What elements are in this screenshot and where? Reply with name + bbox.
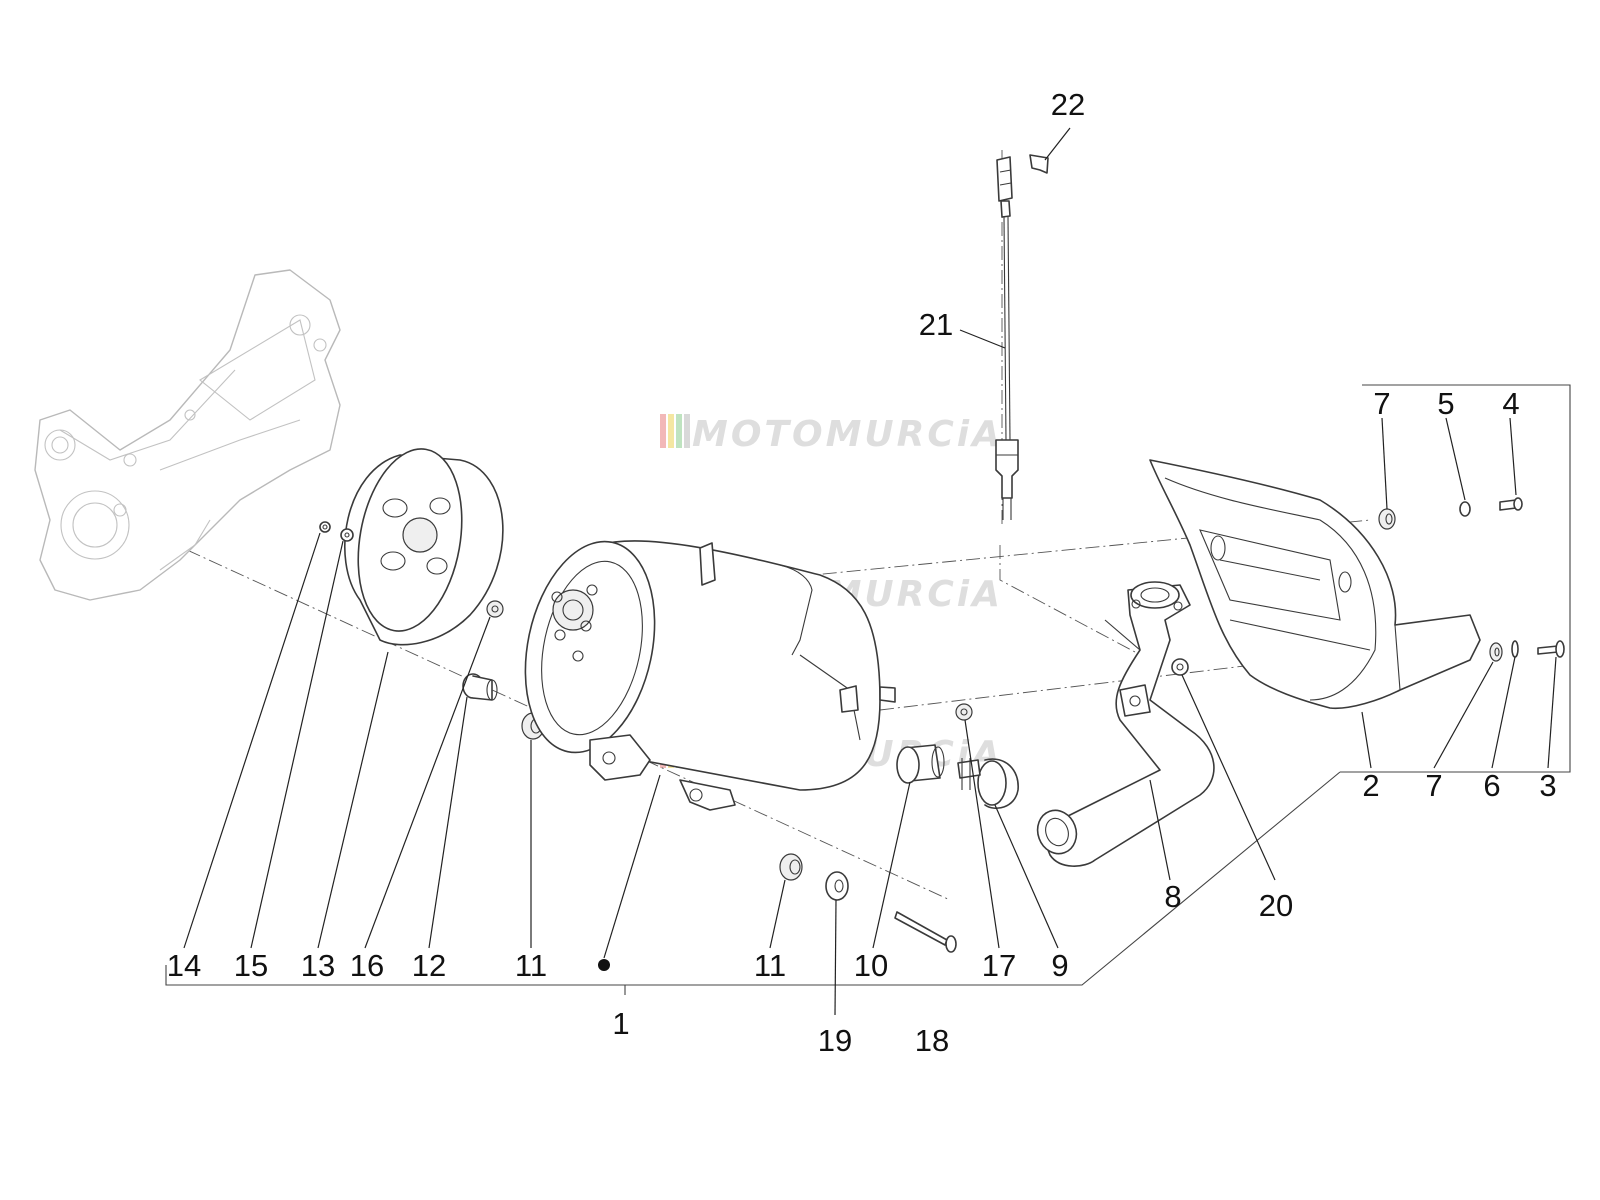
- callout-labels: 22 21 7 5 4 2 7 6 3 8 20 14 15 13 16 12 …: [167, 87, 1557, 1058]
- callout-14: 14: [167, 948, 201, 983]
- rubber-mount-7-bottom: [1489, 642, 1503, 662]
- bolt-18: [894, 911, 957, 953]
- callout-7-top: 7: [1373, 386, 1390, 421]
- callout-10: 10: [854, 948, 888, 983]
- assembly-bracket-2: [1340, 384, 1571, 773]
- callout-21: 21: [919, 307, 953, 342]
- clamp-9: [957, 758, 1019, 809]
- end-cap-cover: [344, 448, 504, 646]
- leader-lines: [183, 127, 1557, 1016]
- grommet-11-right: [779, 853, 803, 881]
- exhaust-manifold-pipe: [1036, 581, 1215, 867]
- screw-4: [1499, 497, 1523, 511]
- callout-7-bottom: 7: [1425, 768, 1442, 803]
- callout-18: 18: [915, 1023, 949, 1058]
- callout-12: 12: [412, 948, 446, 983]
- nut-20: [1171, 658, 1189, 676]
- callout-9: 9: [1051, 948, 1068, 983]
- callout-1: 1: [612, 1006, 629, 1041]
- assembly-bracket-1: [165, 771, 1341, 995]
- callout-6: 6: [1483, 768, 1500, 803]
- callout-5: 5: [1437, 386, 1454, 421]
- watermark-text: MOTOMURCiA: [692, 414, 1003, 455]
- washer-6: [1511, 640, 1519, 658]
- watermark-top: MOTOMURCiA: [660, 414, 1003, 455]
- silencer-body: [524, 540, 896, 811]
- callout-4: 4: [1502, 386, 1519, 421]
- screw-3: [1537, 640, 1565, 658]
- sensor-clip: [1029, 154, 1049, 174]
- nut-17: [955, 703, 973, 721]
- callout-17: 17: [982, 948, 1016, 983]
- lambda-sensor: [995, 156, 1019, 520]
- gasket-10: [896, 744, 945, 784]
- callout-13: 13: [301, 948, 335, 983]
- filled-dot-icon: [598, 959, 610, 971]
- callout-15: 15: [234, 948, 268, 983]
- swingarm-frame: [34, 269, 341, 601]
- callout-19: 19: [818, 1023, 852, 1058]
- screw-14: [319, 521, 331, 533]
- washer-15: [340, 528, 354, 542]
- spacer-12: [462, 673, 498, 701]
- washer-19: [825, 871, 849, 901]
- heat-shield: [1149, 459, 1481, 710]
- rubber-mount-7-top: [1378, 508, 1396, 530]
- callout-11-left: 11: [515, 948, 547, 983]
- washer-5: [1459, 501, 1471, 517]
- callout-16: 16: [350, 948, 384, 983]
- callout-8: 8: [1164, 879, 1181, 914]
- callout-20: 20: [1259, 888, 1293, 923]
- callout-2: 2: [1362, 768, 1379, 803]
- callout-22: 22: [1051, 87, 1085, 122]
- callout-3: 3: [1539, 768, 1556, 803]
- nut-16: [486, 600, 504, 618]
- callout-11-right: 11: [754, 948, 786, 983]
